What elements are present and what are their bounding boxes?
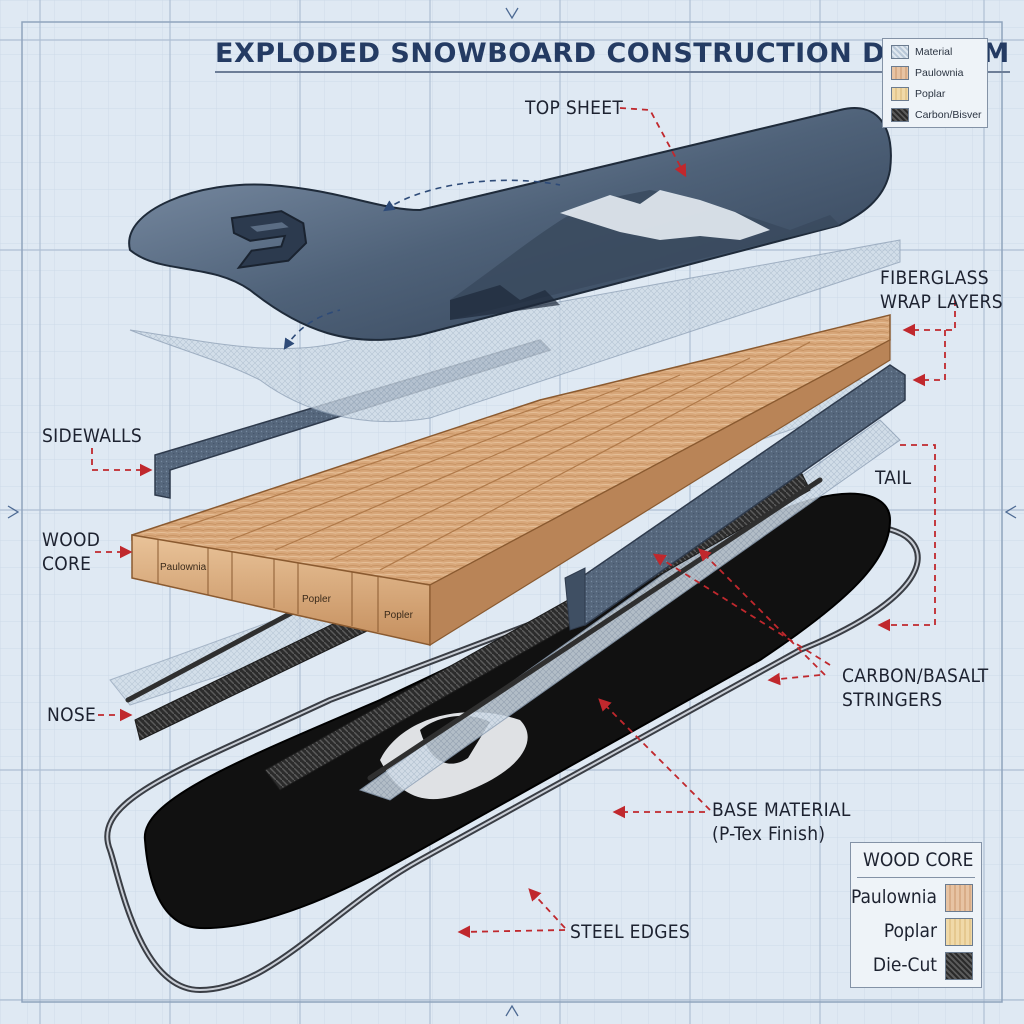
label-base-material: BASE MATERIAL (P-Tex Finish) bbox=[712, 799, 851, 845]
frame-markers bbox=[7, 7, 1017, 1017]
label-top-sheet: TOP SHEET bbox=[525, 97, 624, 119]
label-fiberglass: FIBERGLASS WRAP LAYERS bbox=[880, 267, 1003, 313]
legend-item-poplar: Poplar bbox=[891, 87, 945, 102]
wood-legend-item-paulownia: Paulownia bbox=[851, 883, 973, 912]
s-logo-icon bbox=[230, 210, 308, 269]
callout-leaders bbox=[91, 107, 956, 939]
paulownia-swatch-icon bbox=[891, 66, 909, 81]
leader-carbon-3 bbox=[767, 672, 821, 686]
paulownia-swatch-icon bbox=[945, 883, 973, 912]
leader-steel-edges bbox=[528, 888, 566, 929]
rotation-arrow-top bbox=[383, 179, 561, 212]
wood-core-legend: WOOD CORE Paulownia Poplar Die-Cut bbox=[850, 842, 982, 988]
carbon-swatch-icon bbox=[891, 108, 909, 123]
wood-legend-item-poplar: Poplar bbox=[884, 917, 973, 946]
label-steel-edges: STEEL EDGES bbox=[570, 921, 690, 943]
die-cut-swatch-icon bbox=[945, 951, 973, 980]
base-layer bbox=[143, 492, 892, 930]
core-tag-poplar-1: Popler bbox=[302, 594, 331, 605]
edge-rod-2 bbox=[367, 477, 823, 781]
leader-carbon-2 bbox=[698, 548, 826, 676]
label-tail: TAIL bbox=[875, 467, 912, 489]
label-sidewalls: SIDEWALLS bbox=[42, 425, 143, 447]
legend-item-material: Material bbox=[891, 45, 952, 60]
poplar-swatch-icon bbox=[945, 917, 973, 946]
top-sheet bbox=[128, 107, 892, 341]
leader-fiberglass-2 bbox=[912, 330, 946, 387]
leader-base-1 bbox=[598, 698, 711, 811]
poplar-swatch-icon bbox=[891, 87, 909, 102]
legend-divider bbox=[857, 877, 975, 878]
label-carbon-stringers: CARBON/BASALT STRINGERS bbox=[842, 665, 989, 711]
label-nose: NOSE bbox=[47, 704, 97, 726]
core-tag-poplar-2: Popler bbox=[384, 610, 413, 621]
wood-core-lamination bbox=[157, 540, 379, 632]
leader-sidewalls bbox=[91, 448, 153, 477]
label-wood-core: WOOD CORE bbox=[42, 529, 101, 575]
wood-core-legend-heading: WOOD CORE bbox=[863, 849, 974, 871]
leader-top-sheet bbox=[619, 107, 687, 178]
leader-tail bbox=[877, 444, 936, 632]
wood-core-seams bbox=[179, 341, 811, 571]
diagram-title: EXPLODED SNOWBOARD CONSTRUCTION DIAGRAM bbox=[215, 38, 1010, 73]
core-tag-paulownia: Paulownia bbox=[160, 562, 207, 573]
legend-item-paulownia: Paulownia bbox=[891, 66, 963, 81]
blueprint-frame bbox=[21, 21, 1003, 1003]
rotation-arrow-bottom bbox=[283, 309, 341, 350]
fiberglass-upper bbox=[129, 239, 901, 423]
material-legend: Material Paulownia Poplar Carbon/Bisver bbox=[882, 38, 988, 128]
leader-carbon-1 bbox=[652, 553, 831, 666]
legend-item-carbon: Carbon/Bisver bbox=[891, 108, 982, 123]
wood-legend-item-die-cut: Die-Cut bbox=[873, 951, 973, 980]
material-swatch-icon bbox=[891, 45, 909, 60]
